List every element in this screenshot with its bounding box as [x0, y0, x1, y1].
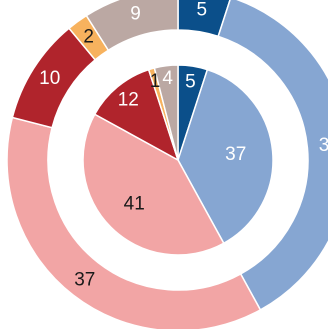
inner-slice-3 [82, 113, 225, 256]
inner-slice-6-label: 4 [162, 68, 173, 89]
outer-slice-6-label: 9 [130, 4, 141, 25]
inner-slice-3-label: 41 [124, 193, 145, 214]
inner-slice-1-label: 5 [185, 72, 196, 93]
outer-slice-2 [217, 0, 328, 311]
inner-ring [82, 64, 274, 256]
outer-slice-4-label: 10 [39, 68, 60, 89]
inner-slice-4-label: 12 [118, 89, 139, 110]
data-labels: 5 37 37 10 2 9 5 37 41 12 14 [39, 0, 328, 291]
outer-slice-2-label: 37 [319, 135, 328, 156]
outer-slice-5-label: 2 [83, 27, 94, 48]
inner-slice-4 [93, 68, 180, 162]
outer-ring [6, 0, 328, 329]
outer-slice-3 [6, 116, 262, 329]
inner-slice-2 [177, 68, 274, 245]
outer-slice-3-label: 37 [74, 270, 95, 291]
outer-slice-6 [85, 0, 179, 52]
outer-slice-1-label: 5 [197, 0, 208, 20]
inner-slice-5-label: 1 [150, 71, 161, 92]
inner-slice-2-label: 37 [225, 144, 246, 165]
inner-slice-6 [153, 64, 179, 161]
